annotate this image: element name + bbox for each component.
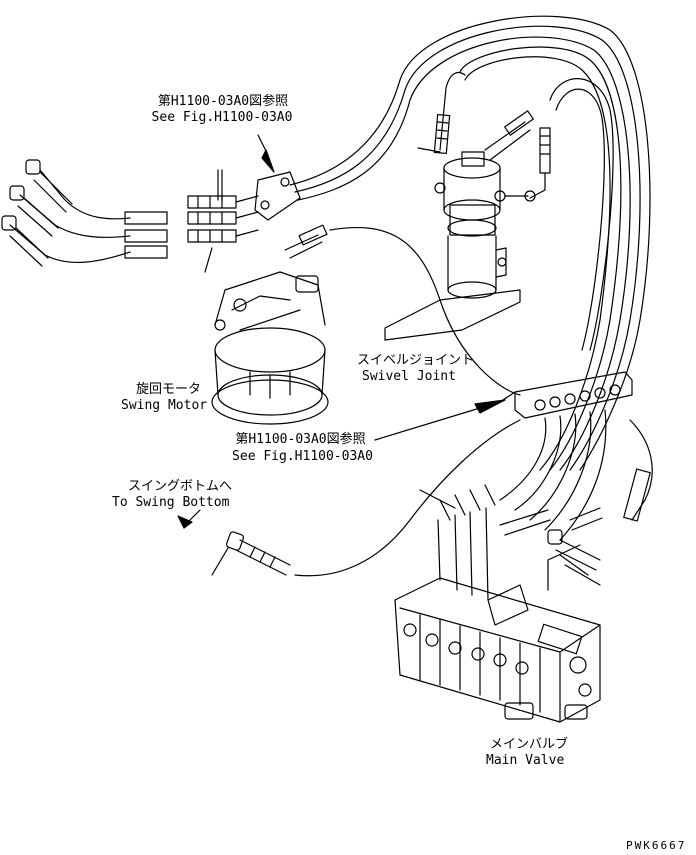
leader-lines [177,134,601,586]
swing-motor-en: Swing Motor [121,398,208,413]
main-valve-jp: メインバルブ [490,737,569,752]
hose-swing-bottom [294,419,521,577]
swing-bottom-en: To Swing Bottom [112,495,230,510]
left-hose-fittings [1,159,301,273]
ref-mid-en: See Fig.H1100-03A0 [232,449,373,464]
swivel-joint-en: Swivel Joint [362,369,456,384]
hose-motor-to-swivel [329,226,521,396]
swing-motor-drawing [211,224,329,425]
swing-motor-jp: 旋回モータ [136,382,202,397]
upper-hose-bundle [289,15,651,471]
ref-mid-jp: 第H1100-03A0図参照 [235,432,366,447]
manifold-block [499,371,633,419]
swivel-top-hoses [433,72,551,202]
main-valve-drawing [394,577,601,723]
main-valve-en: Main Valve [486,753,565,768]
ref-top-en: See Fig.H1100-03A0 [151,110,293,125]
swing-bottom-jp: スイングボトムへ [128,479,233,494]
drawing-code: PWK6667 [626,839,687,852]
valve-hoses [437,409,653,601]
swing-bottom-fitting [211,531,291,576]
swivel-joint-drawing [384,151,529,341]
swivel-joint-jp: スイベルジョイント [357,353,475,368]
ref-top-jp: 第H1100-03A0図参照 [157,94,289,109]
